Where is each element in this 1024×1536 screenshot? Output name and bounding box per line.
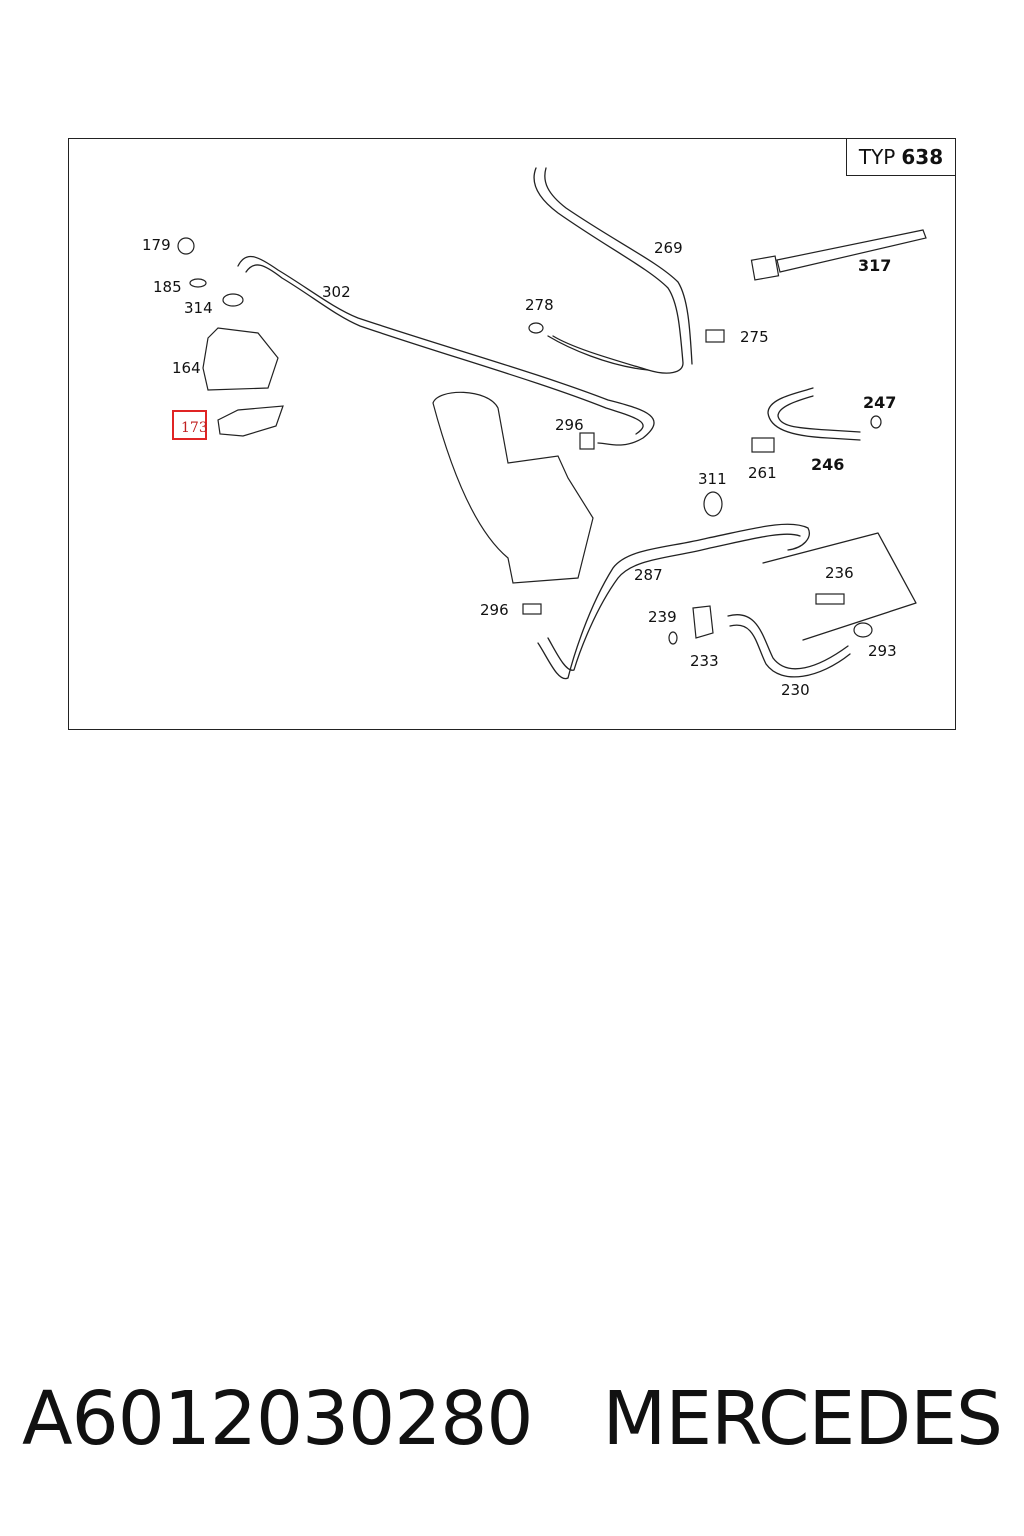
label-278: 278 xyxy=(525,296,554,314)
ring-247 xyxy=(870,415,882,429)
label-296a: 296 xyxy=(555,416,584,434)
label-230: 230 xyxy=(781,681,810,699)
parts-diagram: 179 185 314 164 302 269 278 275 317 296 … xyxy=(142,167,927,699)
label-239: 239 xyxy=(648,608,677,626)
hose-230 xyxy=(727,614,849,670)
hose-287 xyxy=(537,523,810,680)
label-287: 287 xyxy=(634,566,663,584)
label-314: 314 xyxy=(184,299,213,317)
pump-body xyxy=(432,391,594,584)
diagram-frame: TYP 638 xyxy=(68,138,956,730)
label-247: 247 xyxy=(863,393,896,412)
clip-296a xyxy=(579,432,595,450)
bolt-236 xyxy=(815,593,845,605)
label-261: 261 xyxy=(748,464,777,482)
tie-head-317 xyxy=(750,255,780,281)
hose-302-inner xyxy=(245,264,644,435)
reservoir-164 xyxy=(202,327,279,391)
label-233: 233 xyxy=(690,652,719,670)
gasket-173 xyxy=(217,405,284,437)
clamp-314 xyxy=(222,293,244,307)
bracket-233 xyxy=(692,605,714,639)
bracket-outline xyxy=(762,532,917,641)
washer-185 xyxy=(189,278,207,288)
hose-287-inner xyxy=(547,533,801,671)
type-number: 638 xyxy=(901,145,944,169)
clip-296b xyxy=(522,603,542,615)
hose-269-inner xyxy=(544,167,693,365)
label-311: 311 xyxy=(698,470,727,488)
brand-name: MERCEDES xyxy=(602,1376,1003,1462)
label-185: 185 xyxy=(153,278,182,296)
label-179: 179 xyxy=(142,236,171,254)
pipe-246-inner xyxy=(777,395,861,433)
pipe-246 xyxy=(767,387,861,441)
ring-278 xyxy=(528,322,544,334)
type-prefix: TYP xyxy=(858,145,896,169)
pipe-278 xyxy=(547,335,649,371)
type-badge: TYP 638 xyxy=(846,138,956,176)
footer-caption: A6012030280 MERCEDES xyxy=(22,1374,1003,1464)
bolt-179 xyxy=(177,237,195,255)
cable-tie-317 xyxy=(776,229,927,273)
label-246: 246 xyxy=(811,455,844,474)
label-173: 173 xyxy=(181,420,208,436)
part-number: A6012030280 xyxy=(22,1376,533,1462)
hose-230-inner xyxy=(729,624,851,678)
ring-239 xyxy=(668,631,678,645)
label-275: 275 xyxy=(740,328,769,346)
label-293: 293 xyxy=(868,642,897,660)
grommet-311 xyxy=(703,491,723,517)
clamp-293 xyxy=(853,622,873,638)
highlight-box-173 xyxy=(172,410,207,440)
label-269: 269 xyxy=(654,239,683,257)
label-236: 236 xyxy=(825,564,854,582)
hose-269 xyxy=(533,167,684,374)
label-302: 302 xyxy=(322,283,351,301)
hose-302 xyxy=(237,255,655,446)
label-296b: 296 xyxy=(480,601,509,619)
bolt-275 xyxy=(705,329,725,343)
bolt-261 xyxy=(751,437,775,453)
label-164: 164 xyxy=(172,359,201,377)
label-317: 317 xyxy=(858,256,891,275)
